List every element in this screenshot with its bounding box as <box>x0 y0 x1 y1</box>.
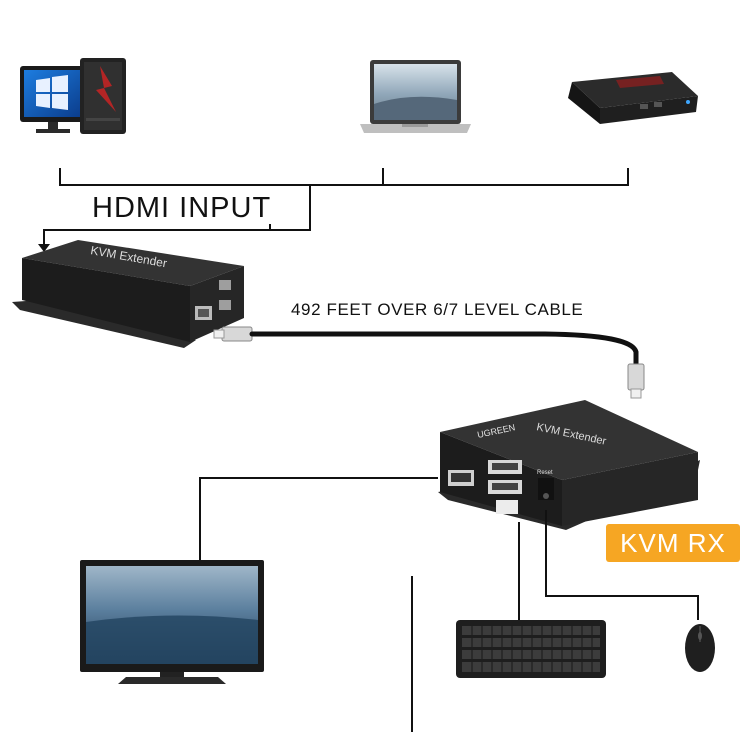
desktop-computer-icon <box>20 58 126 134</box>
tv-box-icon <box>568 72 698 124</box>
keyboard-icon <box>456 620 606 678</box>
output-lines <box>199 477 699 732</box>
hdmi-input-label: HDMI INPUT <box>92 192 272 224</box>
cable-distance-label: 492 FEET OVER 6/7 LEVEL CABLE <box>291 300 584 319</box>
laptop-icon <box>360 60 471 133</box>
kvm-transmitter <box>12 240 244 348</box>
source-bracket-line <box>43 168 629 246</box>
rx-reset-label: Reset <box>537 470 553 476</box>
arrow-head <box>38 244 50 252</box>
mouse-icon <box>685 624 715 672</box>
monitor-icon <box>80 560 264 684</box>
kvm-receiver <box>438 400 700 530</box>
ethernet-cable <box>213 326 645 399</box>
kvm-rx-badge: KVM RX <box>606 524 740 562</box>
